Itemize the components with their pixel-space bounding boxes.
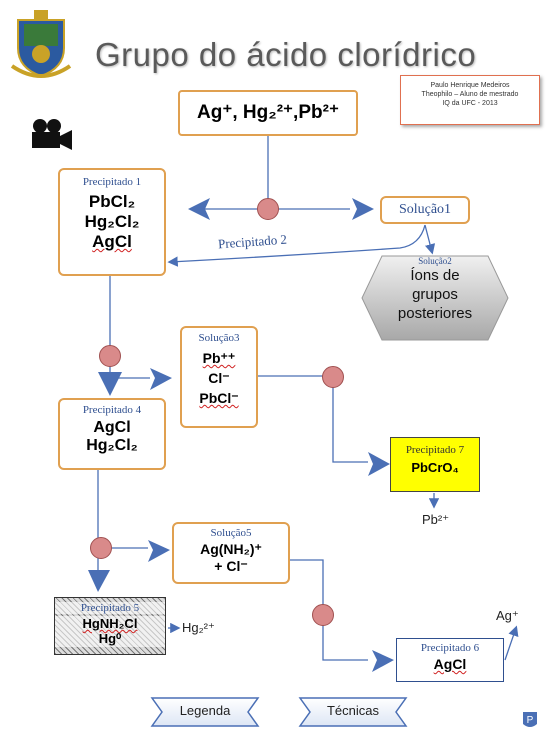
top-ions-box[interactable]: Ag⁺, Hg₂²⁺,Pb²⁺ <box>178 90 358 136</box>
formula: HgNH₂Cl <box>55 616 165 631</box>
precipitado-7-label: Precipitado 7 <box>405 444 465 456</box>
process-node[interactable] <box>322 366 344 388</box>
solucao-2-hexagon[interactable] <box>360 254 510 342</box>
formula: Hg⁰ <box>55 631 165 647</box>
solucao-2-label: Solução2 <box>418 256 452 266</box>
credit-line: IQ da UFC - 2013 <box>442 100 498 107</box>
text-line: grupos <box>412 286 458 303</box>
formula: Hg₂Cl₂ <box>86 437 138 454</box>
author-credit: Paulo Henrique Medeiros Theophilo – Alun… <box>400 75 540 125</box>
formula: Pb⁺⁺ <box>202 350 236 366</box>
precipitado-5-box[interactable]: Precipitado 5 HgNH₂Cl Hg⁰ <box>54 597 166 655</box>
precipitado-6-box[interactable]: Precipitado 6 AgCl <box>396 638 504 682</box>
svg-text:P: P <box>527 715 534 726</box>
hg-ion-label: Hg₂²⁺ <box>182 620 215 635</box>
precipitado-7-box[interactable]: Precipitado 7 PbCrO₄ <box>390 437 480 492</box>
credit-line: Theophilo – Aluno de mestrado <box>421 91 519 98</box>
precipitado-1-label: Precipitado 1 <box>82 176 142 188</box>
solucao-5-label: Solução5 <box>210 527 252 539</box>
legenda-button[interactable]: Legenda <box>179 703 231 718</box>
formula: Ag(NH₂)⁺ <box>200 541 262 557</box>
app-badge-icon[interactable]: P <box>521 710 539 730</box>
text-line: Íons de <box>410 267 460 284</box>
ag-ion-label: Ag⁺ <box>496 608 519 623</box>
precipitado-5-label: Precipitado 5 <box>55 602 165 614</box>
video-camera-icon[interactable] <box>30 118 74 152</box>
page-title: Grupo do ácido clorídrico <box>95 36 477 73</box>
tecnicas-banner-shape <box>298 697 408 727</box>
formula: PbCl⁻ <box>199 390 239 406</box>
precipitado-4-box[interactable]: Precipitado 4 AgCl Hg₂Cl₂ <box>58 398 166 470</box>
university-logo <box>10 10 72 78</box>
text-line: posteriores <box>397 305 473 322</box>
legenda-banner-shape <box>150 697 260 727</box>
process-node[interactable] <box>99 345 121 367</box>
formula: PbCl₂ <box>88 192 136 211</box>
process-node[interactable] <box>257 198 279 220</box>
formula: PbCrO₄ <box>411 460 459 475</box>
formula: AgCl <box>93 419 131 436</box>
process-node[interactable] <box>90 537 112 559</box>
precipitado-6-label: Precipitado 6 <box>420 642 480 654</box>
solucao-5-box[interactable]: Solução5 Ag(NH₂)⁺ + Cl⁻ <box>172 522 290 584</box>
tecnicas-button[interactable]: Técnicas <box>326 703 380 718</box>
solucao-1-box[interactable]: Solução1 <box>380 196 470 224</box>
pb-ion-label: Pb²⁺ <box>422 512 450 527</box>
solucao-3-label: Solução3 <box>198 332 240 344</box>
formula: + Cl⁻ <box>214 558 248 574</box>
formula: AgCl <box>433 656 467 672</box>
solucao-2-content: Solução2 Íons de grupos posteriores <box>378 256 492 323</box>
precipitado-4-label: Precipitado 4 <box>82 404 142 416</box>
formula: AgCl <box>92 232 132 251</box>
credit-line: Paulo Henrique Medeiros <box>430 82 510 89</box>
formula: Hg₂Cl₂ <box>84 212 140 231</box>
formula: Cl⁻ <box>208 370 230 386</box>
solucao-3-box[interactable]: Solução3 Pb⁺⁺ Cl⁻ PbCl⁻ <box>180 326 258 428</box>
process-node[interactable] <box>312 604 334 626</box>
precipitado-1-box[interactable]: Precipitado 1 PbCl₂ Hg₂Cl₂ AgCl <box>58 168 166 276</box>
